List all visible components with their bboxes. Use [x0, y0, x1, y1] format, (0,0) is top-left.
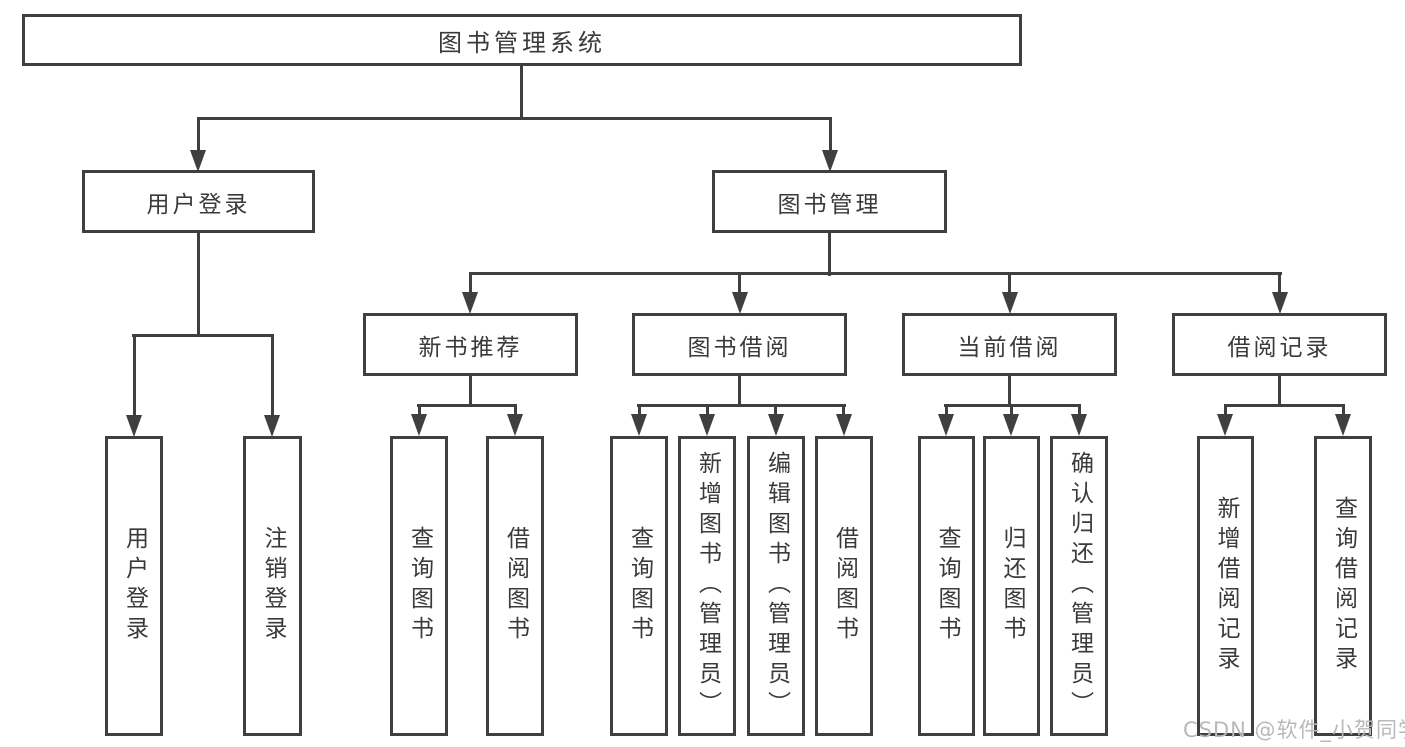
- arrow-down-bb-add: [699, 414, 715, 436]
- arrow-down-book-mgmt: [822, 150, 838, 172]
- leaf-br-query-record: 查询借阅记录: [1314, 436, 1372, 736]
- arrow-down-cb-query: [938, 414, 954, 436]
- node-current-borrow: 当前借阅: [902, 313, 1117, 376]
- leaf-br-add-record: 新增借阅记录: [1197, 436, 1254, 736]
- node-borrow-record: 借阅记录: [1172, 313, 1387, 376]
- arrow-down-current-borrow: [1002, 292, 1018, 314]
- connector-drop-nb-query: [418, 404, 421, 418]
- arrow-down-br-query: [1335, 414, 1351, 436]
- leaf-cb-confirm-return-admin: 确认归还（管理员）: [1050, 436, 1108, 736]
- arrow-down-cb-return: [1003, 414, 1019, 436]
- leaf-bb-query-book: 查询图书: [610, 436, 668, 736]
- leaf-cb-return-book: 归还图书: [983, 436, 1040, 736]
- connector-root-stem: [520, 66, 523, 119]
- connector-book-borrow-stem: [738, 376, 741, 407]
- node-user-login: 用户登录: [82, 170, 315, 233]
- leaf-nb-borrow-book: 借阅图书: [486, 436, 544, 736]
- arrow-down-logout: [264, 415, 280, 437]
- connector-book-mgmt-stem: [828, 233, 831, 276]
- connector-drop-br-add: [1224, 404, 1227, 418]
- csdn-watermark: CSDN @软件_小贺同学: [1183, 718, 1405, 742]
- connector-user-login-stem: [197, 233, 200, 337]
- connector-drop-bb-edit: [774, 404, 777, 418]
- connector-new-book-rail: [417, 404, 517, 407]
- leaf-bb-add-book-admin: 新增图书（管理员）: [678, 436, 736, 736]
- connector-drop-cb-confirm: [1078, 404, 1081, 418]
- node-book-borrow: 图书借阅: [632, 313, 847, 376]
- arrow-down-br-add: [1217, 414, 1233, 436]
- arrow-down-nb-borrow: [507, 414, 523, 436]
- connector-user-login-rail: [132, 334, 274, 337]
- arrow-down-bb-query: [631, 414, 647, 436]
- leaf-bb-edit-book-admin: 编辑图书（管理员）: [747, 436, 805, 736]
- connector-new-book-stem: [469, 376, 472, 407]
- connector-drop-cb-query: [945, 404, 948, 418]
- arrow-down-cb-confirm: [1071, 414, 1087, 436]
- arrow-down-borrow-record: [1272, 292, 1288, 314]
- connector-drop-new-book: [469, 272, 472, 295]
- leaf-cb-query-book: 查询图书: [918, 436, 975, 736]
- connector-book-borrow-rail: [637, 404, 846, 407]
- connector-drop-logout: [271, 334, 274, 420]
- arrow-down-user-login: [190, 150, 206, 172]
- connector-borrow-record-rail: [1224, 404, 1345, 407]
- connector-drop-login: [133, 334, 136, 420]
- connector-drop-current-borrow: [1008, 272, 1011, 295]
- arrow-down-new-book: [462, 292, 478, 314]
- node-root-library-system: 图书管理系统: [22, 14, 1022, 66]
- connector-drop-bb-query: [638, 404, 641, 418]
- connector-drop-book-mgmt: [829, 117, 832, 154]
- connector-current-borrow-stem: [1008, 376, 1011, 407]
- leaf-bb-borrow-book: 借阅图书: [815, 436, 873, 736]
- connector-drop-bb-add: [706, 404, 709, 418]
- connector-drop-nb-borrow: [514, 404, 517, 418]
- node-book-mgmt: 图书管理: [712, 170, 947, 233]
- arrow-down-bb-borrow: [836, 414, 852, 436]
- node-new-book-recommend: 新书推荐: [363, 313, 578, 376]
- connector-drop-br-query: [1342, 404, 1345, 418]
- connector-drop-user-login: [197, 117, 200, 154]
- arrow-down-book-borrow: [732, 292, 748, 314]
- connector-root-rail: [197, 117, 832, 120]
- connector-drop-book-borrow: [738, 272, 741, 295]
- arrow-down-bb-edit: [768, 414, 784, 436]
- connector-book-mgmt-rail: [469, 272, 1282, 275]
- arrow-down-nb-query: [411, 414, 427, 436]
- connector-drop-borrow-record: [1278, 272, 1281, 295]
- leaf-nb-query-book: 查询图书: [390, 436, 448, 736]
- arrow-down-login: [126, 415, 142, 437]
- connector-borrow-record-stem: [1278, 376, 1281, 407]
- leaf-user-login: 用户登录: [105, 436, 163, 736]
- connector-drop-bb-borrow: [842, 404, 845, 418]
- leaf-logout: 注销登录: [243, 436, 302, 736]
- connector-drop-cb-return: [1010, 404, 1013, 418]
